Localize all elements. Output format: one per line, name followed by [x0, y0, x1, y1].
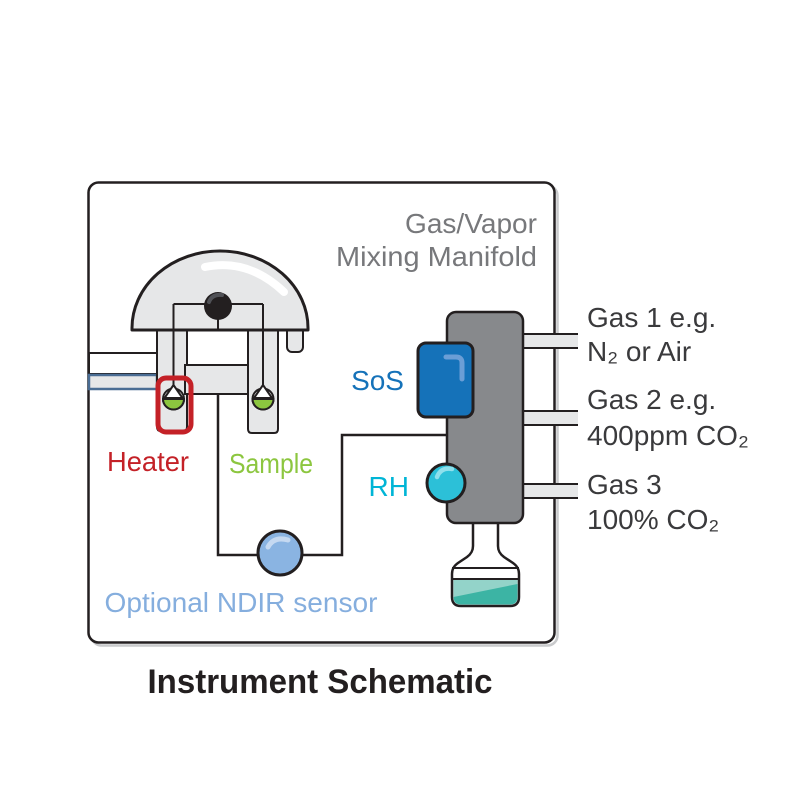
balance-crossbar	[184, 364, 249, 395]
gas2-label-line1: Gas 2 e.g.	[587, 384, 716, 415]
dome-highlight	[201, 261, 288, 296]
sample-pan-hanger	[253, 384, 273, 399]
heater-zone-box	[155, 375, 194, 435]
balance-knob-highlight	[207, 292, 224, 304]
sos-sensor-highlight	[443, 354, 465, 382]
rh-sensor-highlight	[434, 466, 455, 480]
manifold-label-line1: Gas/Vapor	[405, 208, 537, 239]
sos-label: SoS	[351, 365, 404, 396]
sample-label: Sample	[229, 448, 313, 479]
gas3-label-line1: Gas 3	[587, 469, 662, 500]
heater-pan-liquid	[161, 398, 186, 411]
heater-label: Heater	[107, 446, 189, 477]
ndir-label: Optional NDIR sensor	[105, 587, 378, 618]
flow-path	[216, 393, 447, 557]
gas1-label-line1: Gas 1 e.g.	[587, 302, 716, 333]
gas2-label-line2: 400ppm CO₂	[587, 420, 749, 451]
solvent-flask	[450, 519, 521, 608]
flask-band-lines	[452, 567, 519, 580]
left-inlet-tube-upper	[88, 352, 158, 375]
flask-liquid-highlight	[453, 580, 518, 597]
ndir-sensor-highlight	[265, 536, 291, 550]
sample-pan-liquid	[251, 398, 275, 411]
figure-title: Instrument Schematic	[148, 663, 493, 701]
sample-pan	[251, 384, 275, 411]
left-inlet-tube-blue	[87, 373, 159, 391]
gas1-label-line2: N₂ or Air	[587, 336, 691, 367]
gas-input-labels: Gas 1 e.g. N₂ or Air Gas 2 e.g. 400ppm C…	[587, 302, 749, 535]
flow-path-lines	[216, 393, 447, 557]
sos-sensor-body	[416, 341, 475, 419]
heater-pan	[161, 384, 186, 411]
rh-label: RH	[369, 471, 409, 502]
manifold-label-line2: Mixing Manifold	[336, 241, 537, 272]
heater-pan-hanger	[163, 384, 184, 399]
gas3-label-line2: 100% CO₂	[587, 504, 719, 535]
